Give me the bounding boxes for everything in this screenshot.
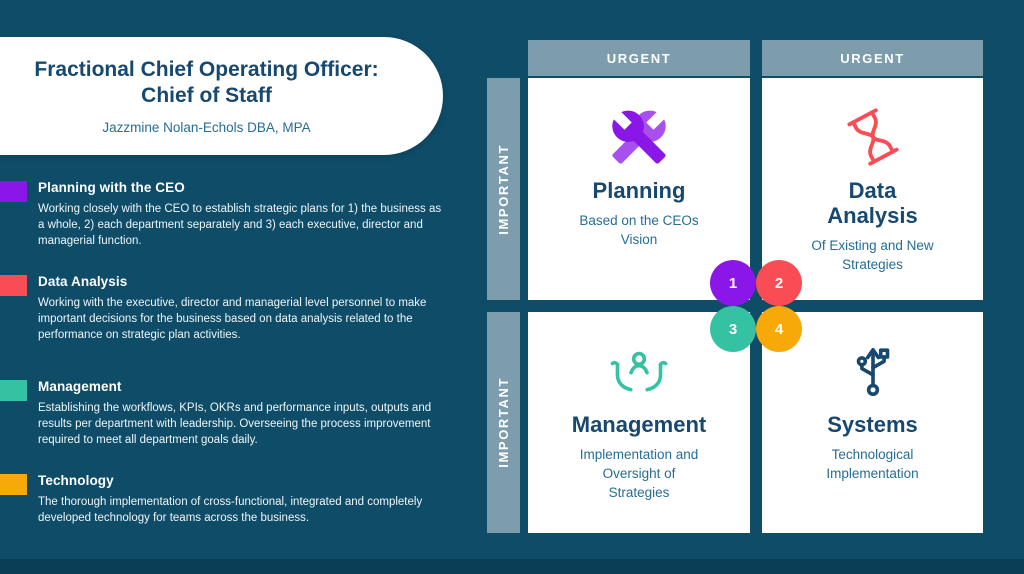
urgent-header-right: URGENT [762,40,983,76]
important-label-text: IMPORTANT [496,143,511,235]
quadrant-title: Systems [827,412,918,437]
section-title: Management [38,379,122,394]
quadrant-subtitle: Implementation and Oversight of Strategi… [579,447,699,501]
page-title: Fractional Chief Operating Officer: Chie… [34,57,379,107]
section-data-analysis: Data Analysis Working with the executive… [0,274,448,343]
purple-color-square [0,181,27,202]
badge-3: 3 [710,306,756,352]
quadrant-management: Management Implementation and Oversight … [528,312,750,533]
badge-4: 4 [756,306,802,352]
urgent-header-left: URGENT [528,40,750,76]
section-body: Working with the executive, director and… [38,297,427,341]
title-card: Fractional Chief Operating Officer: Chie… [0,37,443,155]
author-name: Jazzmine Nolan-Echols DBA, MPA [102,120,311,136]
hands-person-icon [610,342,668,400]
yellow-color-square [0,474,27,495]
important-label-text: IMPORTANT [496,377,511,468]
quadrant-subtitle: Based on the CEOs Vision [579,213,699,248]
wrench-icon [610,108,668,166]
badge-1: 1 [710,260,756,306]
section-body: Working closely with the CEO to establis… [38,203,442,247]
important-label-bottom: IMPORTANT [487,312,520,533]
quadrant-data-analysis: Data Analysis Of Existing and New Strate… [762,78,983,300]
section-planning-with-ceo: Planning with the CEO Working closely wi… [0,180,448,249]
badge-2: 2 [756,260,802,306]
section-body: Establishing the workflows, KPIs, OKRs a… [38,402,432,446]
priority-matrix: URGENT URGENT IMPORTANT IMPORTANT Planni… [487,40,984,534]
section-management: Management Establishing the workflows, K… [0,379,448,448]
quadrant-subtitle: Of Existing and New Strategies [811,238,934,273]
section-title: Planning with the CEO [38,180,185,195]
red-color-square [0,275,27,296]
quadrant-systems: Systems Technological Implementation [762,312,983,533]
section-title: Data Analysis [38,274,128,289]
quadrant-planning: Planning Based on the CEOs Vision [528,78,750,300]
hourglass-icon [844,108,902,166]
important-label-top: IMPORTANT [487,78,520,300]
usb-arrow-icon [844,342,902,400]
quadrant-title: Data Analysis [827,178,918,229]
section-body: The thorough implementation of cross-fun… [38,496,423,524]
section-title: Technology [38,473,114,488]
quadrant-subtitle: Technological Implementation [826,447,919,482]
quadrant-title: Planning [592,178,686,203]
teal-color-square [0,380,27,401]
section-technology: Technology The thorough implementation o… [0,473,448,527]
quadrant-title: Management [571,412,707,437]
footer-bar [0,559,1024,574]
